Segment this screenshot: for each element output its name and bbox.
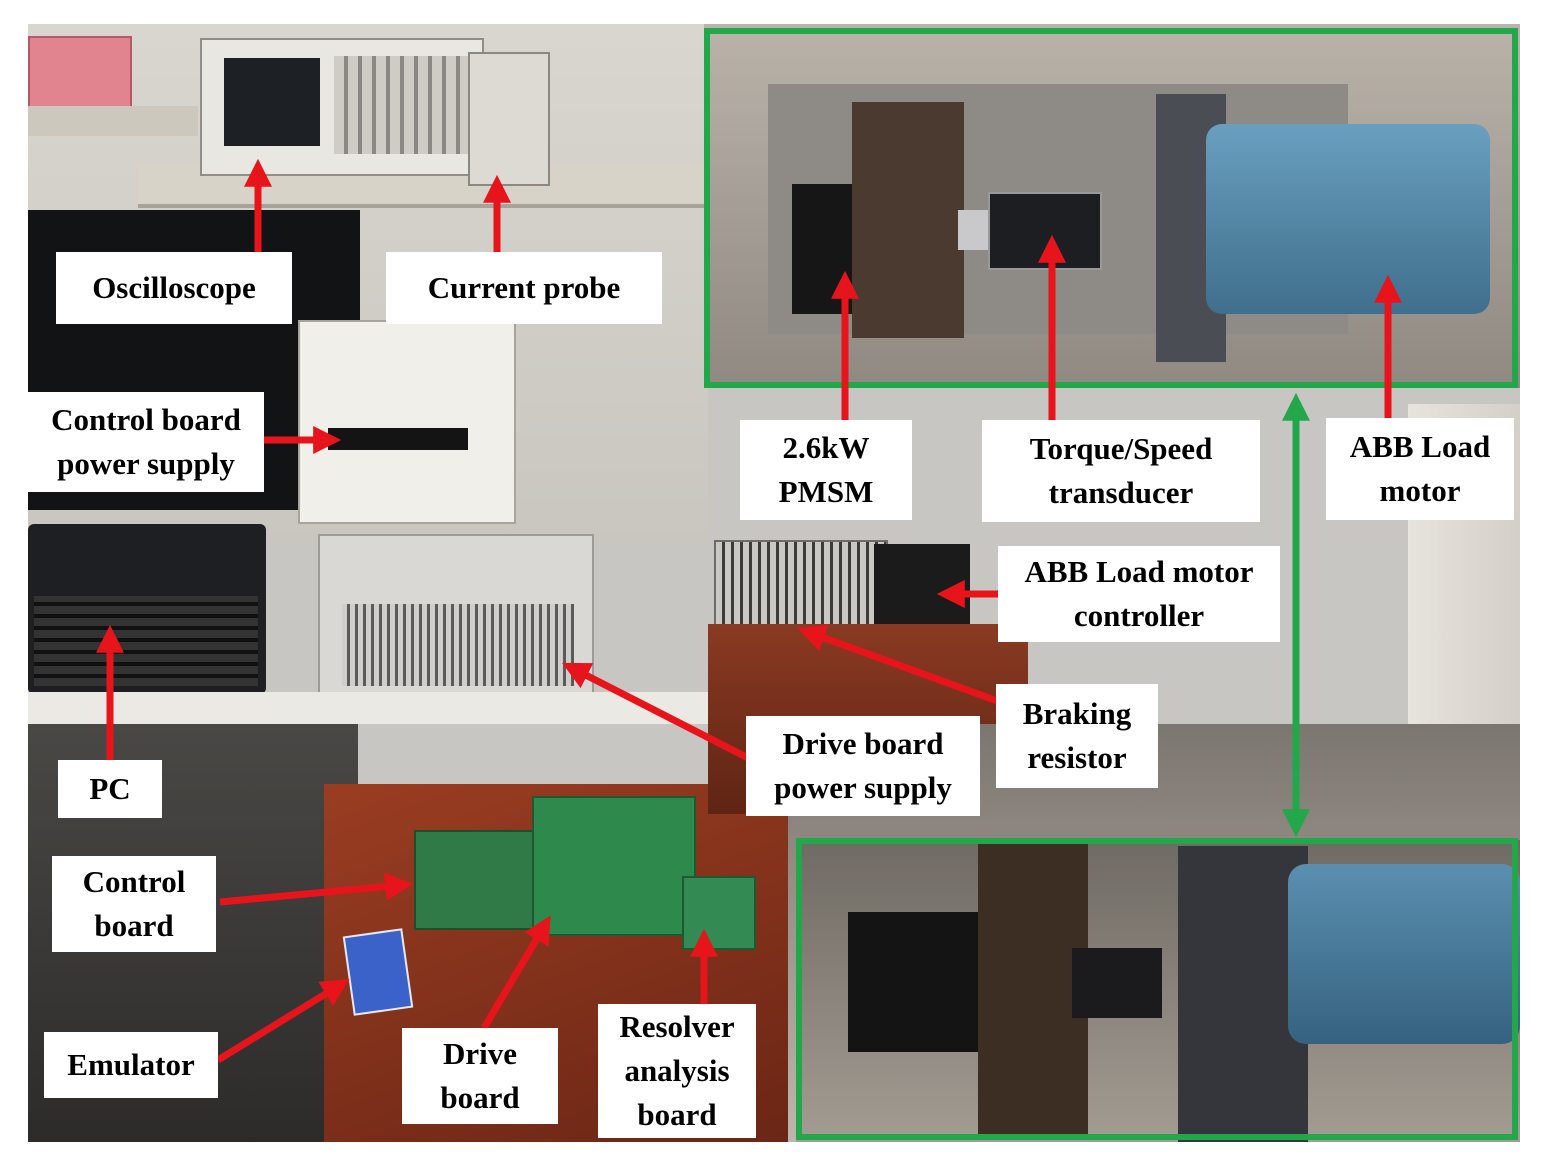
abb-motor-bottom (1288, 864, 1520, 1044)
oscilloscope-knobs (334, 56, 468, 154)
label-current-probe: Current probe (386, 252, 662, 324)
pmsm-mount-bottom (978, 844, 1088, 1140)
label-drive-board: Drive board (402, 1028, 558, 1124)
label-resolver-analysis-board: Resolver analysis board (598, 1004, 756, 1138)
drive-board-pcb (532, 796, 696, 936)
control-board-psu-device (298, 320, 516, 524)
label-torque-speed-transducer: Torque/Speed transducer (982, 420, 1260, 522)
oscilloscope-screen (224, 58, 320, 146)
label-oscilloscope: Oscilloscope (56, 252, 292, 324)
pmsm-mount-top (852, 102, 964, 338)
transducer-bottom (1072, 948, 1162, 1018)
load-mount-bottom (1178, 846, 1308, 1142)
label-control-board: Control board (52, 856, 216, 952)
coupling-top (958, 210, 988, 250)
label-pmsm: 2.6kW PMSM (740, 420, 912, 520)
label-drive-board-power-supply: Drive board power supply (746, 716, 980, 816)
current-probe-device (468, 52, 550, 186)
label-control-board-power-supply: Control board power supply (28, 392, 264, 492)
label-abb-load-motor: ABB Load motor (1326, 418, 1514, 520)
pink-box (28, 36, 132, 110)
bench-bottom-frame (796, 838, 1518, 1140)
label-braking-resistor: Braking resistor (996, 684, 1158, 788)
psu-display (328, 428, 468, 450)
laptop-keyboard (34, 596, 258, 686)
label-emulator: Emulator (44, 1032, 218, 1098)
emulator-device (342, 928, 414, 1016)
label-pc: PC (58, 760, 162, 818)
upper-left-shelf (28, 106, 198, 136)
resolver-board-pcb (682, 876, 756, 950)
psu-vent (342, 604, 574, 686)
bench-top-frame (704, 28, 1518, 388)
abb-motor-top (1206, 124, 1490, 314)
control-board-pcb (414, 830, 536, 930)
label-abb-load-motor-controller: ABB Load motor controller (998, 546, 1280, 642)
white-desk (28, 692, 728, 724)
